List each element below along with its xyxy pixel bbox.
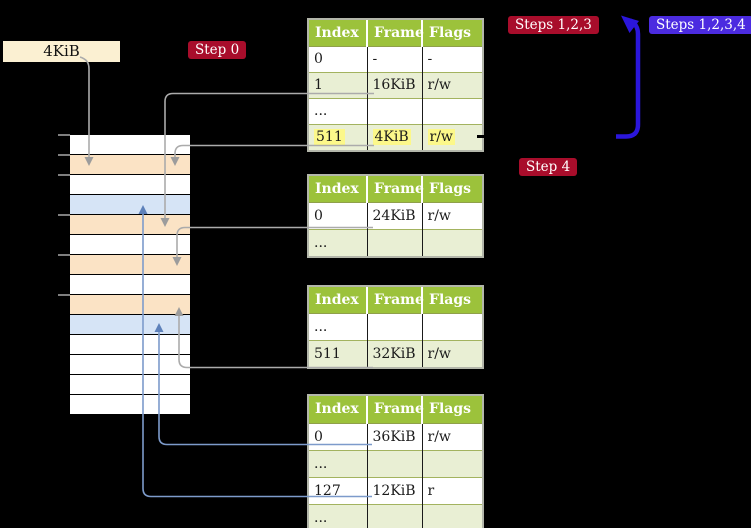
table-cell: ...: [309, 228, 368, 256]
memory-tick: [58, 174, 70, 176]
table-header-cell: Flags: [422, 176, 482, 203]
table-cell: [367, 503, 423, 528]
table-cell: 0: [309, 45, 368, 72]
memory-row: [70, 355, 190, 375]
table-header-cell: Frame: [367, 20, 424, 47]
table-cell: r: [422, 476, 482, 504]
steps-1234-badge: Steps 1,2,3,4: [649, 16, 751, 34]
table-header-cell: Frame: [367, 396, 424, 424]
highlighted-value: 511: [314, 129, 345, 146]
memory-row: [70, 315, 190, 335]
table-cell: 32KiB: [367, 339, 423, 367]
memory-row: [70, 335, 190, 355]
table-cell: [367, 228, 423, 256]
table-header-cell: Frame: [367, 287, 424, 314]
step-4-badge: Step 4: [519, 158, 578, 176]
table-header-cell: Index: [309, 20, 368, 47]
highlighted-value: r/w: [427, 129, 455, 146]
table-row: ...: [309, 449, 482, 477]
table-row: ...: [309, 503, 482, 528]
table-cell: 127: [309, 476, 368, 504]
table-header-cell: Flags: [422, 287, 482, 314]
table-cell: [367, 312, 423, 340]
memory-tick: [58, 214, 70, 216]
table-cell: r/w: [422, 339, 482, 367]
table-cell: [422, 312, 482, 340]
steps-123-badge: Steps 1,2,3: [508, 16, 599, 34]
table-row: ...: [309, 312, 482, 340]
physical-memory: [70, 135, 190, 415]
memory-row: [70, 395, 190, 415]
table-cell: [367, 449, 423, 477]
memory-row: [70, 255, 190, 275]
table-cell: 16KiB: [367, 71, 423, 98]
table-header-cell: Flags: [422, 20, 482, 47]
memory-tick: [58, 154, 70, 156]
memory-row: [70, 275, 190, 295]
table-header-cell: Flags: [422, 396, 482, 424]
memory-tick: [58, 134, 70, 136]
table-cell: [422, 228, 482, 256]
table-cell: 0: [309, 422, 368, 450]
table-cell: ...: [309, 312, 368, 340]
memory-row: [70, 235, 190, 255]
memory-row: [70, 135, 190, 155]
table-cell: 1: [309, 71, 368, 98]
loop-arrowhead: [621, 15, 639, 33]
table-cell: [422, 503, 482, 528]
memory-tick: [58, 294, 70, 296]
memory-row: [70, 195, 190, 215]
table-cell: [422, 97, 482, 124]
table-row: 0--: [309, 45, 482, 72]
table-row: ...: [309, 228, 482, 256]
table-cell: 0: [309, 201, 368, 229]
table-cell: 511: [309, 339, 368, 367]
table-cell: [422, 449, 482, 477]
memory-tick: [58, 254, 70, 256]
highlighted-value: 4KiB: [372, 129, 411, 146]
memory-row: [70, 155, 190, 175]
table-cell: 12KiB: [367, 476, 423, 504]
table-cell: ...: [309, 449, 368, 477]
memory-row: [70, 295, 190, 315]
memory-row: [70, 175, 190, 195]
table-cell: 24KiB: [367, 201, 423, 229]
table-cell: 511: [309, 123, 368, 150]
table-header-cell: Index: [309, 176, 368, 203]
table-cell: ...: [309, 503, 368, 528]
step-0-badge: Step 0: [188, 41, 247, 59]
table-cell: -: [422, 45, 482, 72]
table-header-cell: Index: [309, 396, 368, 424]
table-row: ...: [309, 97, 482, 124]
table-cell: 4KiB: [367, 123, 423, 150]
table-cell: -: [367, 45, 423, 72]
page-size-label: 4KiB: [3, 41, 120, 62]
memory-row: [70, 215, 190, 235]
table-cell: [367, 97, 423, 124]
table-header-cell: Index: [309, 287, 368, 314]
memory-row: [70, 375, 190, 395]
table-header-cell: Frame: [367, 176, 424, 203]
table-cell: r/w: [422, 201, 482, 229]
table-cell: r/w: [422, 71, 482, 98]
table-cell: r/w: [422, 123, 482, 150]
table-cell: r/w: [422, 422, 482, 450]
loop-arrow-line: [616, 18, 641, 139]
table-cell: 36KiB: [367, 422, 423, 450]
table-cell: ...: [309, 97, 368, 124]
table-row: 511 4KiB r/w: [309, 123, 482, 150]
